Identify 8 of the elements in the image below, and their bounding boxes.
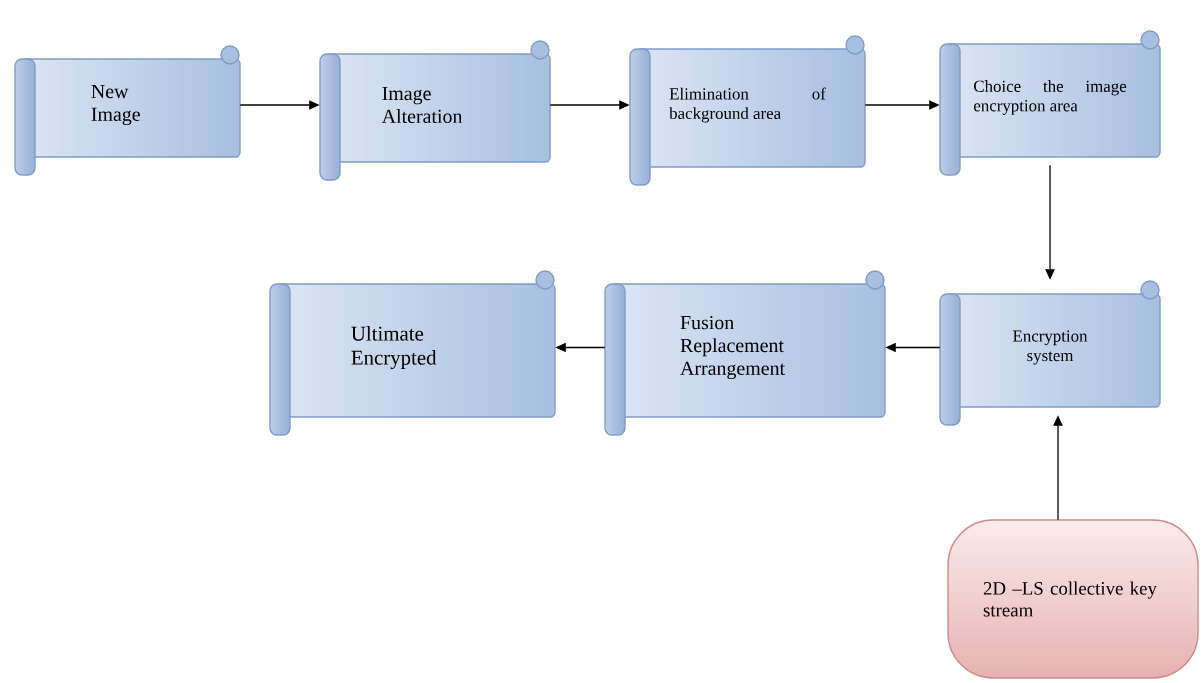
scroll-box: Fusion Replacement Arrangement (604, 270, 886, 436)
scroll-box: Ultimate Encrypted (269, 270, 556, 436)
rounded-terminal: 2D –LS collective key stream (947, 519, 1199, 679)
scroll-box: Image Alteration (319, 40, 551, 181)
scroll-box: Choice the image encryption area (939, 30, 1161, 176)
scroll-box: Elimination of background area (629, 35, 866, 186)
scroll-box: New Image (14, 45, 241, 176)
scroll-box: Encryption system (939, 280, 1161, 426)
